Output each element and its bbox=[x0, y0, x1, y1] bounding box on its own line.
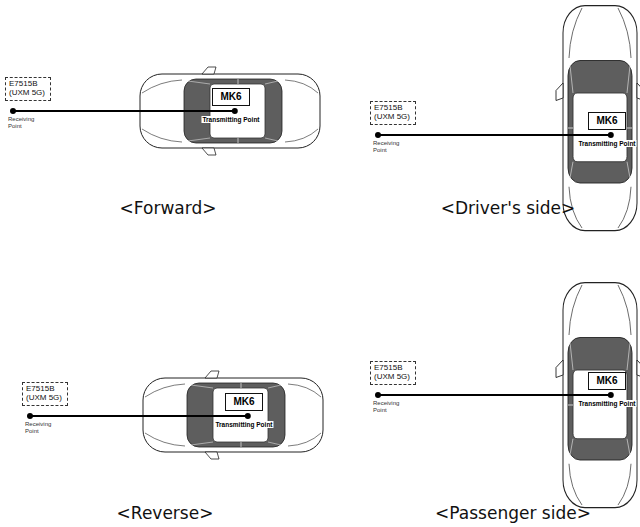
signal-path bbox=[10, 108, 238, 114]
receiver-box: E7515B (UXM 5G)Receiving Point bbox=[370, 361, 416, 385]
instrument-name: E7515B (UXM 5G) bbox=[9, 80, 47, 98]
point-dot bbox=[232, 108, 238, 114]
point-dot bbox=[245, 413, 251, 419]
point-dot bbox=[10, 108, 16, 114]
device-name: MK6 bbox=[591, 115, 623, 127]
signal-path bbox=[375, 132, 614, 138]
point-label: Transmitting Point bbox=[201, 116, 260, 123]
view-caption: <Passenger side> bbox=[435, 503, 591, 523]
transmitter-box: MK6Transmitting Point bbox=[588, 112, 626, 130]
point-dot bbox=[608, 132, 614, 138]
receiver-box: E7515B (UXM 5G)Receiving Point bbox=[22, 382, 68, 406]
point-dot bbox=[608, 392, 614, 398]
signal-line bbox=[13, 110, 235, 112]
point-label: Receiving Point bbox=[373, 400, 407, 413]
signal-line bbox=[378, 134, 611, 136]
view-caption: <Driver's side> bbox=[441, 198, 576, 218]
instrument-name: E7515B (UXM 5G) bbox=[374, 364, 412, 382]
receiver-box: E7515B (UXM 5G)Receiving Point bbox=[370, 101, 416, 125]
instrument-name: E7515B (UXM 5G) bbox=[374, 104, 412, 122]
point-label: Transmitting Point bbox=[577, 400, 636, 407]
point-label: Receiving Point bbox=[373, 140, 407, 153]
point-label: Transmitting Point bbox=[577, 140, 636, 147]
point-dot bbox=[27, 413, 33, 419]
signal-line bbox=[30, 415, 248, 417]
transmitter-box: MK6Transmitting Point bbox=[212, 88, 250, 106]
point-label: Transmitting Point bbox=[214, 421, 273, 428]
car-top-view bbox=[556, 6, 640, 231]
transmitter-box: MK6Transmitting Point bbox=[588, 372, 626, 390]
point-label: Receiving Point bbox=[25, 421, 59, 434]
signal-path bbox=[375, 392, 614, 398]
point-dot bbox=[375, 132, 381, 138]
device-name: MK6 bbox=[215, 91, 247, 103]
point-dot bbox=[375, 392, 381, 398]
device-name: MK6 bbox=[591, 375, 623, 387]
receiver-box: E7515B (UXM 5G)Receiving Point bbox=[5, 77, 51, 101]
instrument-name: E7515B (UXM 5G) bbox=[26, 385, 64, 403]
signal-path bbox=[27, 413, 251, 419]
signal-line bbox=[378, 394, 611, 396]
device-name: MK6 bbox=[228, 396, 260, 408]
view-caption: <Reverse> bbox=[117, 503, 214, 523]
point-label: Receiving Point bbox=[8, 116, 42, 129]
transmitter-box: MK6Transmitting Point bbox=[225, 393, 263, 411]
view-caption: <Forward> bbox=[120, 198, 217, 218]
